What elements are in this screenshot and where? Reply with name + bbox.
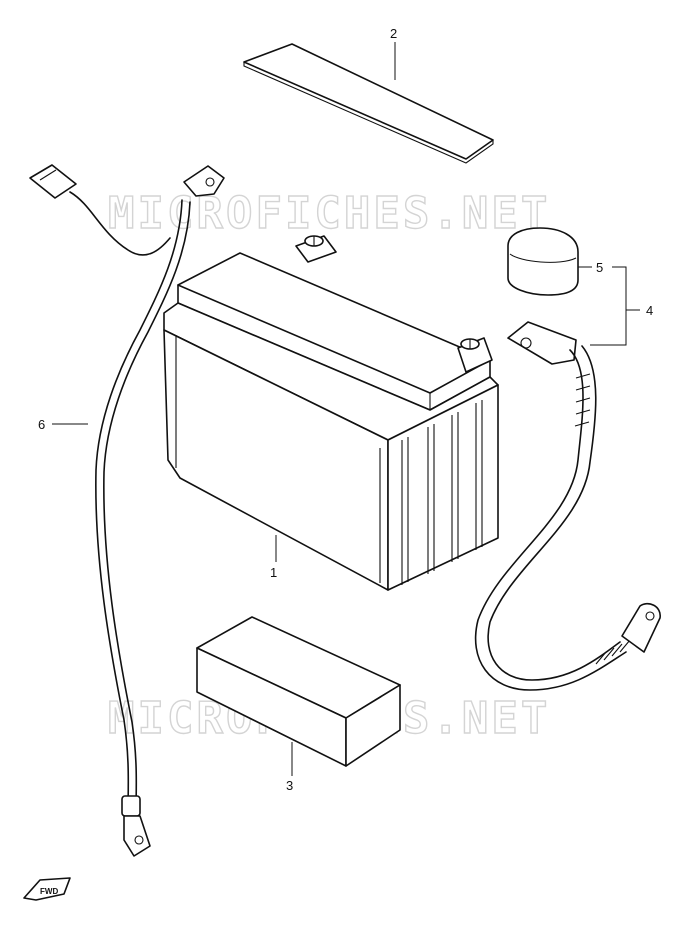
- battery: [163, 235, 499, 591]
- callout-1: 1: [270, 565, 277, 580]
- terminal-cover: [507, 227, 579, 296]
- leader-lines: [52, 42, 640, 776]
- negative-cable-set: [474, 321, 661, 691]
- callout-2: 2: [390, 26, 397, 41]
- fwd-arrow-icon: FWD: [23, 877, 71, 901]
- terminal-left: [295, 235, 337, 263]
- pad-bottom: [196, 616, 401, 767]
- terminal-right: [457, 337, 493, 373]
- watermark-top: MICROFICHES.NET: [108, 188, 550, 239]
- fwd-label: FWD: [40, 887, 58, 896]
- callout-3: 3: [286, 778, 293, 793]
- positive-lead-wire: [29, 164, 225, 857]
- callout-5: 5: [596, 260, 603, 275]
- callout-4: 4: [646, 303, 653, 318]
- callout-6: 6: [38, 417, 45, 432]
- pad-top: [243, 43, 494, 164]
